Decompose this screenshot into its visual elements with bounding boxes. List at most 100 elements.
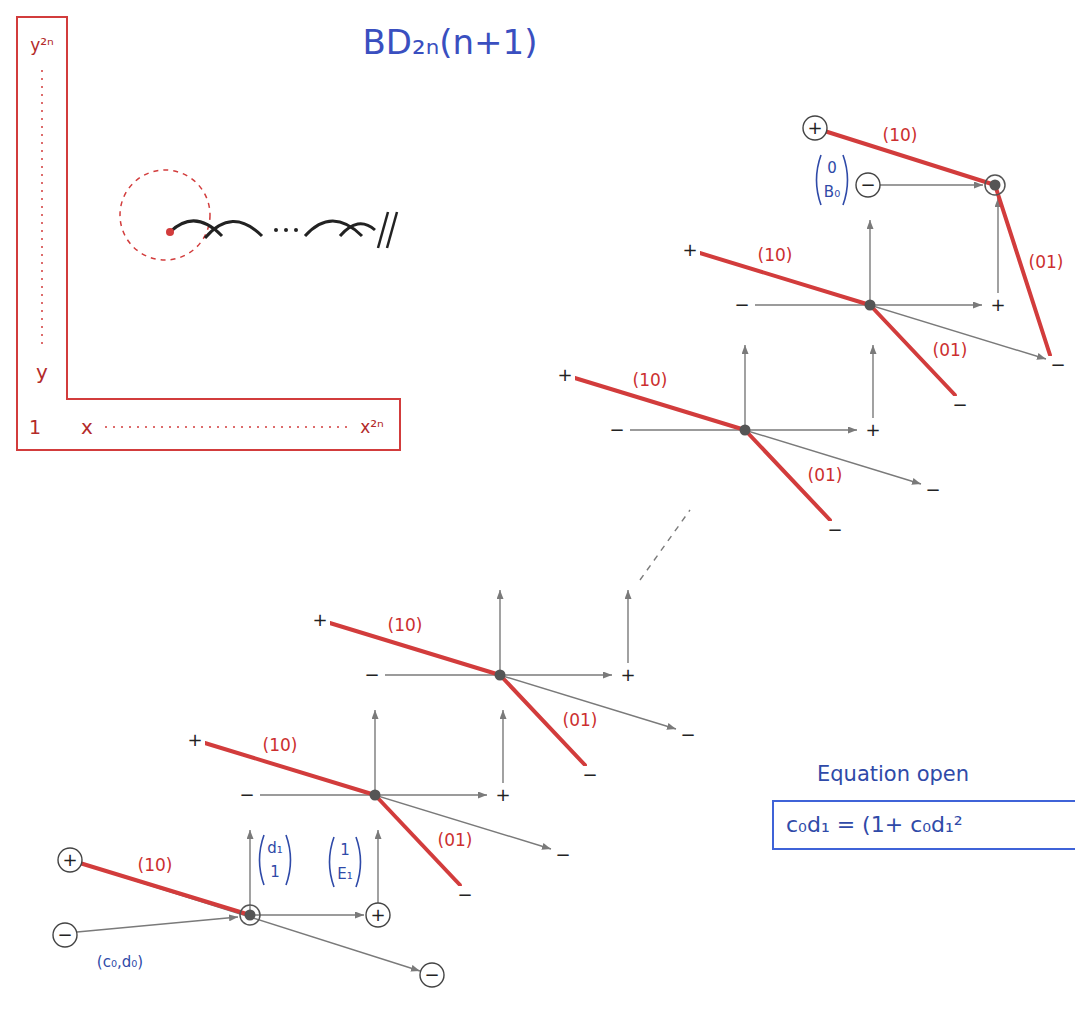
edge-charge-label: (01) <box>561 712 600 729</box>
sign-label: + <box>60 851 79 869</box>
sign-label: + <box>185 731 204 749</box>
vector-entry: (c₀,d₀) <box>95 955 145 970</box>
sign-circle <box>366 903 390 927</box>
sign-label: + <box>680 241 699 259</box>
sign-label: − <box>858 176 877 194</box>
end-slash <box>387 212 397 248</box>
sign-circle <box>856 173 880 197</box>
vertex-dot <box>370 790 381 801</box>
gray-arrow <box>249 830 250 915</box>
vertex-dot <box>740 425 751 436</box>
edge-charge-label: (01) <box>806 467 845 484</box>
gray-arrow <box>77 917 238 932</box>
ellipsis-dot <box>294 228 298 232</box>
curve <box>305 221 362 236</box>
sign-label: + <box>493 786 512 804</box>
gray-arrow <box>997 198 998 293</box>
vertex-dot <box>495 670 506 681</box>
gray-arrow <box>627 590 628 663</box>
gray-arrow <box>744 345 745 430</box>
sign-label: − <box>732 296 751 314</box>
gray-arrow <box>377 830 378 903</box>
vector-entry: B₀ <box>822 185 842 200</box>
edge-charge-label: (10) <box>386 617 425 634</box>
sign-label: − <box>55 926 74 944</box>
sign-label: − <box>455 886 474 904</box>
gray-arrow <box>374 710 375 795</box>
sign-label: + <box>988 296 1007 314</box>
sign-label: − <box>950 396 969 414</box>
continuation-dash <box>640 510 690 580</box>
axis-label: x <box>81 417 93 437</box>
sign-circle <box>803 116 827 140</box>
edge-charge-label: (10) <box>136 857 175 874</box>
diagram-title: BD₂ₙ(n+1) <box>363 25 538 59</box>
gray-arrow <box>502 710 503 783</box>
vertex-ring <box>240 905 260 925</box>
curve <box>205 221 262 238</box>
sign-label: + <box>368 906 387 924</box>
sign-label: − <box>607 421 626 439</box>
dotted-line <box>41 70 43 350</box>
edge-charge-label: (10) <box>631 372 670 389</box>
ellipsis-dot <box>284 228 288 232</box>
equation-box: Equation open c₀d₁ = (1+ c₀d₁² <box>772 760 1075 850</box>
sign-label: − <box>553 846 572 864</box>
sign-label: − <box>923 481 942 499</box>
vector-entry: E₁ <box>335 867 355 882</box>
vector-bracket <box>356 837 361 887</box>
sign-label: − <box>1048 356 1067 374</box>
sign-label: + <box>555 366 574 384</box>
dotted-line <box>105 426 350 428</box>
sign-label: − <box>678 726 697 744</box>
sign-label: + <box>310 611 329 629</box>
curve <box>340 224 375 236</box>
axis-label: x²ⁿ <box>360 419 384 436</box>
equation-heading: Equation open <box>817 764 969 785</box>
vector-bracket <box>843 155 848 205</box>
vector-bracket <box>260 835 265 885</box>
edge-charge-label: (10) <box>756 247 795 264</box>
edge-charge-label: (10) <box>261 737 300 754</box>
sign-circle <box>420 963 444 987</box>
sign-label: − <box>422 966 441 984</box>
sign-circle <box>58 848 82 872</box>
sign-label: − <box>825 521 844 539</box>
equation-text: c₀d₁ = (1+ c₀d₁² <box>786 812 1075 838</box>
vector-bracket <box>286 835 291 885</box>
gray-arrow <box>195 740 551 849</box>
axis-band: y²ⁿy1xx²ⁿ <box>15 15 403 453</box>
sign-circle <box>53 923 77 947</box>
vertex-ring <box>985 175 1005 195</box>
vertex-dot <box>990 180 1001 191</box>
band-border <box>17 17 400 450</box>
band-outline <box>15 15 403 453</box>
sign-label: + <box>863 421 882 439</box>
vector-entry: 1 <box>338 843 352 858</box>
vector-bracket <box>330 837 335 887</box>
gray-arrow <box>320 620 676 729</box>
vector-bracket <box>817 155 822 205</box>
vector-entry: 1 <box>268 865 282 880</box>
end-slash <box>378 212 388 248</box>
sign-label: + <box>618 666 637 684</box>
vertex-dot <box>865 300 876 311</box>
ellipsis-dot <box>274 228 278 232</box>
gray-arrow <box>869 220 870 305</box>
gray-arrow <box>499 590 500 675</box>
sign-label: − <box>237 786 256 804</box>
edge-charge-label: (01) <box>931 342 970 359</box>
edge-charge-label: (01) <box>436 832 475 849</box>
gray-arrow <box>880 184 983 185</box>
sign-label: + <box>805 119 824 137</box>
sign-label: − <box>362 666 381 684</box>
sign-label: − <box>580 766 599 784</box>
vector-entry: 0 <box>825 161 839 176</box>
gray-arrow <box>690 250 1046 359</box>
gray-arrow <box>250 914 364 915</box>
axis-label: 1 <box>29 418 41 437</box>
red-dot <box>166 228 174 236</box>
equation-frame: c₀d₁ = (1+ c₀d₁² <box>772 800 1075 850</box>
gray-arrow <box>872 345 873 418</box>
